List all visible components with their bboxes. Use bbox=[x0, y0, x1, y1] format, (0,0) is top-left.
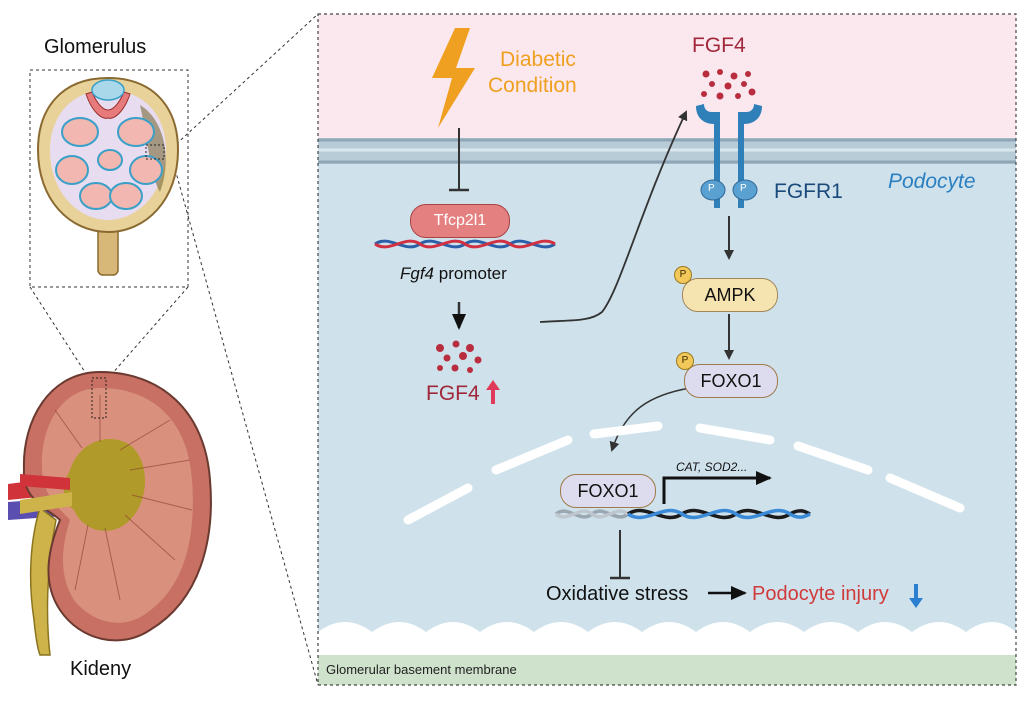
fgfr1-label: FGFR1 bbox=[774, 180, 843, 203]
nuclear-dna bbox=[554, 508, 811, 520]
fgf4-promoter-label: Fgf4 promoter bbox=[400, 264, 507, 284]
foot-processes bbox=[318, 622, 1016, 658]
oxidative-stress-label: Oxidative stress bbox=[546, 583, 689, 605]
zoom-lines bbox=[29, 13, 319, 686]
diabetic-condition-line1: Diabetic bbox=[500, 48, 576, 71]
foxo1-nuclear: FOXO1 bbox=[560, 474, 656, 508]
fgf4-local-dots bbox=[436, 340, 482, 373]
gbm-label: Glomerular basement membrane bbox=[326, 662, 517, 677]
fgf4-gene-name: Fgf4 bbox=[400, 264, 435, 283]
glomerulus-illustration bbox=[36, 76, 180, 276]
fgfr1-receptor bbox=[696, 104, 762, 208]
fgf4-secreted-dots bbox=[701, 69, 756, 100]
foxo1-phospho-badge: P bbox=[676, 352, 694, 370]
up-arrow-icon bbox=[486, 380, 500, 404]
promoter-dna bbox=[374, 239, 556, 249]
lightning-icon bbox=[432, 28, 475, 128]
phospho-fgfr1-left: P bbox=[708, 183, 715, 194]
extracellular-space bbox=[318, 14, 1016, 140]
ampk-protein: AMPK bbox=[682, 278, 778, 312]
glomerulus-label: Glomerulus bbox=[44, 36, 147, 58]
ampk-phospho-badge: P bbox=[674, 266, 692, 284]
kidney-label: Kideny bbox=[70, 658, 132, 680]
down-arrow-icon bbox=[909, 584, 923, 608]
diabetic-condition-line2: Condition bbox=[488, 74, 577, 97]
phospho-fgfr1-right: P bbox=[740, 183, 747, 194]
promoter-word: promoter bbox=[438, 264, 507, 283]
nuclear-envelope bbox=[403, 421, 965, 525]
tfcp2l1-protein: Tfcp2l1 bbox=[410, 204, 510, 238]
kidney-illustration bbox=[8, 370, 212, 656]
target-genes-label: CAT, SOD2... bbox=[676, 460, 748, 474]
foxo1-cytoplasmic: FOXO1 bbox=[684, 364, 778, 398]
podocyte-injury-label: Podocyte injury bbox=[752, 583, 889, 605]
podocyte-label: Podocyte bbox=[888, 170, 976, 193]
gbm-band bbox=[318, 655, 1016, 685]
glomerulus-frame bbox=[29, 69, 189, 288]
fgf4-local-label: FGF4 bbox=[426, 382, 480, 405]
fgf4-secreted-label: FGF4 bbox=[692, 34, 746, 57]
